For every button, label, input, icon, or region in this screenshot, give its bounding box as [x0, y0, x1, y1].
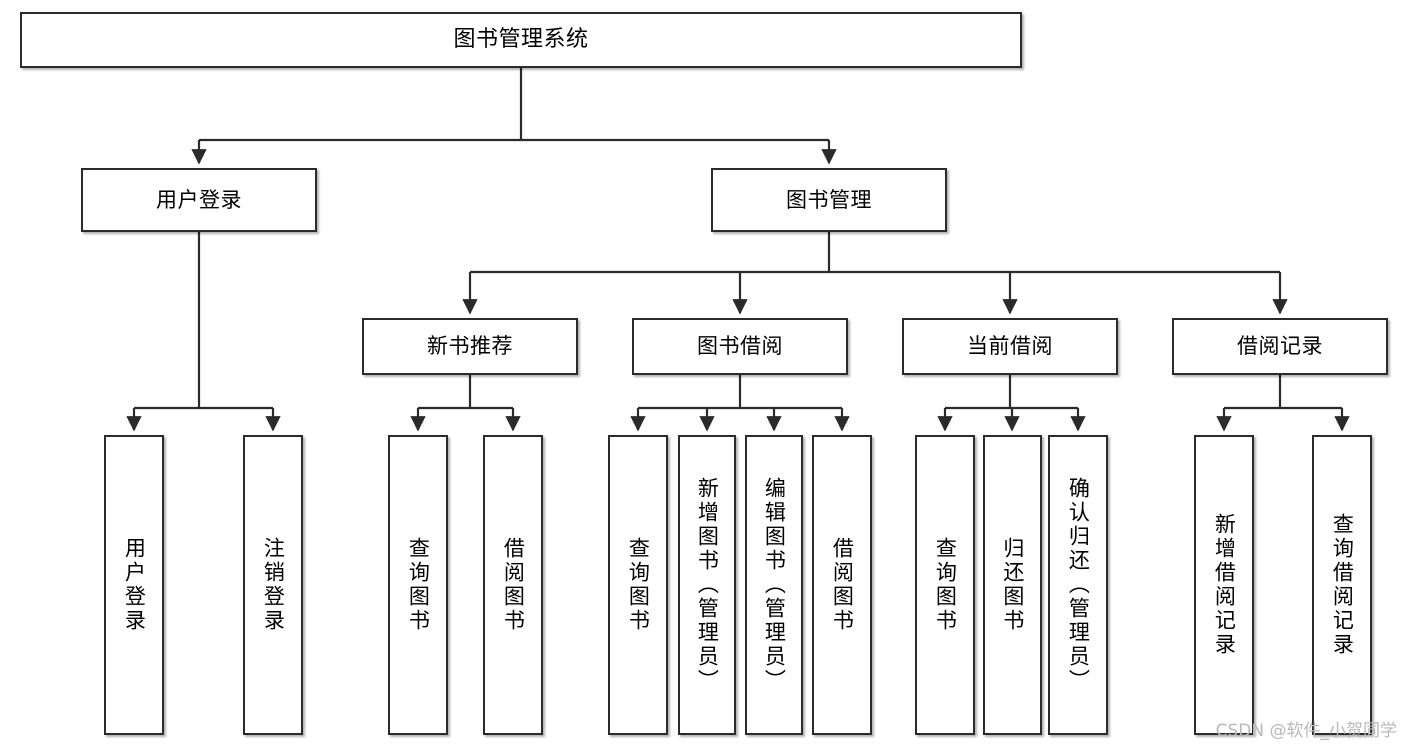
node-book-borrow-label: 图书借阅	[697, 334, 783, 359]
leaf-borrow-book[interactable]: 借阅图书	[812, 435, 872, 735]
leaf-label: 新增图书（管理员）	[695, 477, 720, 693]
node-current-borrow-label: 当前借阅	[967, 334, 1053, 359]
leaf-query-book-current[interactable]: 查询图书	[915, 435, 975, 735]
leaf-label: 注销登录	[261, 537, 286, 633]
leaf-user-login[interactable]: 用户登录	[104, 435, 164, 735]
leaf-borrow-book-recommend[interactable]: 借阅图书	[483, 435, 543, 735]
leaf-label: 查询图书	[406, 537, 431, 633]
node-new-book-recommend[interactable]: 新书推荐	[362, 318, 578, 375]
node-book-borrow[interactable]: 图书借阅	[632, 318, 848, 375]
node-user-login-label: 用户登录	[156, 187, 242, 212]
node-book-management-label: 图书管理	[786, 187, 872, 212]
leaf-label: 新增借阅记录	[1212, 513, 1237, 657]
node-user-login[interactable]: 用户登录	[81, 168, 317, 232]
node-current-borrow[interactable]: 当前借阅	[902, 318, 1118, 375]
leaf-label: 编辑图书（管理员）	[762, 477, 787, 693]
node-new-book-recommend-label: 新书推荐	[427, 334, 513, 359]
node-borrow-record[interactable]: 借阅记录	[1172, 318, 1388, 375]
leaf-label: 归还图书	[1000, 537, 1025, 633]
leaf-confirm-return-admin[interactable]: 确认归还（管理员）	[1048, 435, 1108, 735]
node-root[interactable]: 图书管理系统	[20, 12, 1022, 68]
leaf-label: 查询借阅记录	[1330, 513, 1355, 657]
leaf-add-book-admin[interactable]: 新增图书（管理员）	[678, 435, 736, 735]
node-root-label: 图书管理系统	[453, 27, 589, 53]
leaf-query-book-recommend[interactable]: 查询图书	[388, 435, 448, 735]
node-book-management[interactable]: 图书管理	[711, 168, 947, 232]
leaf-add-borrow-record[interactable]: 新增借阅记录	[1194, 435, 1254, 735]
leaf-label: 查询图书	[626, 537, 651, 633]
leaf-label: 确认归还（管理员）	[1066, 477, 1091, 693]
csdn-watermark: CSDN @软件_小贺同学	[1215, 721, 1397, 741]
leaf-query-book-borrow[interactable]: 查询图书	[608, 435, 668, 735]
leaf-label: 借阅图书	[830, 537, 855, 633]
leaf-label: 借阅图书	[501, 537, 526, 633]
leaf-logout[interactable]: 注销登录	[243, 435, 303, 735]
node-borrow-record-label: 借阅记录	[1237, 334, 1323, 359]
leaf-label: 查询图书	[933, 537, 958, 633]
leaf-label: 用户登录	[122, 537, 147, 633]
leaf-return-book[interactable]: 归还图书	[983, 435, 1042, 735]
leaf-query-borrow-record[interactable]: 查询借阅记录	[1312, 435, 1372, 735]
leaf-edit-book-admin[interactable]: 编辑图书（管理员）	[745, 435, 803, 735]
